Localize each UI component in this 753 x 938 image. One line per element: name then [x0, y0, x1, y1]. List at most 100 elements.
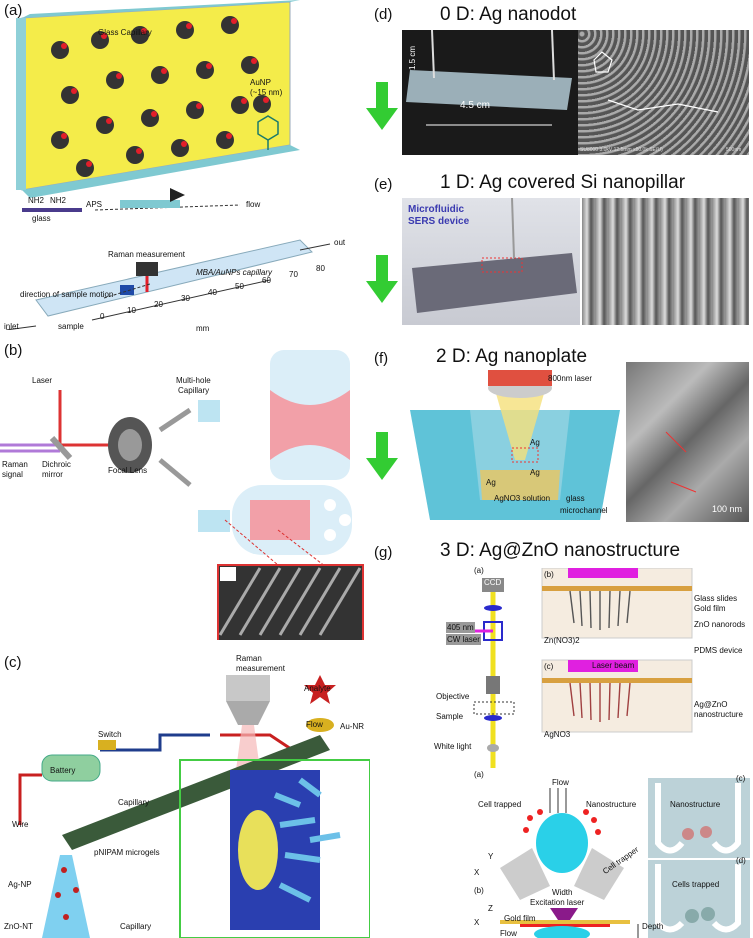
- axis-z-label: Z: [488, 904, 493, 913]
- ccd-label: CCD: [484, 578, 502, 587]
- aunr-label: Au-NR: [340, 722, 365, 731]
- scale-label-f: 100 nm: [712, 504, 743, 514]
- panel-f-title: 2 D: Ag nanoplate: [436, 346, 588, 367]
- sub-c-label: (c): [544, 662, 554, 671]
- glass-capillary-label: Glass Capillary: [98, 28, 152, 37]
- laser-beam-label: Laser beam: [592, 661, 635, 670]
- axis-tick-label: 70: [289, 270, 298, 279]
- axis-y-label: Y: [488, 852, 494, 861]
- white-light-label: White light: [434, 742, 472, 751]
- panel-g-label: (g): [374, 544, 393, 561]
- axis-tick-label: 40: [208, 288, 217, 297]
- device-photo-e: [402, 198, 580, 325]
- znont-label: ZnO-NT: [4, 922, 33, 931]
- axis-tick-label: 50: [235, 282, 244, 291]
- glass-slides-label: Glass slides: [694, 594, 738, 603]
- laser-label: Laser: [32, 376, 53, 385]
- capillary-label-c: Capillary: [118, 798, 150, 807]
- panel-a-label: (a): [4, 2, 23, 19]
- raman-measurement-label: Raman measurement: [108, 250, 185, 259]
- out-label: out: [334, 238, 346, 247]
- sample-label-g: Sample: [436, 712, 464, 721]
- panel-c-illustration: [18, 675, 370, 938]
- flow-label: flow: [246, 200, 261, 209]
- agno3-label: AgNO3: [544, 730, 571, 739]
- nanostructure-label-2: Nanostructure: [670, 800, 721, 809]
- down-arrow-icon: [366, 255, 398, 303]
- dichroic-label-1: Dichroic: [42, 460, 71, 469]
- axis-tick-label: 30: [181, 294, 190, 303]
- depth-label: Depth: [642, 922, 664, 931]
- gold-film-label: Gold film: [694, 604, 726, 613]
- multihole-label-2: Capillary: [178, 386, 210, 395]
- raman-signal-label-1: Raman: [2, 460, 28, 469]
- aunp-size-label: (~15 nm): [250, 88, 283, 97]
- raman-signal-label-2: signal: [2, 470, 23, 479]
- panel-g-title: 3 D: Ag@ZnO nanostructure: [440, 540, 681, 561]
- direction-label: direction of sample motion: [20, 290, 114, 299]
- ag-label-1: Ag: [530, 438, 540, 447]
- panel-f-illustration: [410, 370, 620, 520]
- flow-label-g2: Flow: [500, 929, 517, 938]
- laser-label-f: 800nm laser: [548, 374, 593, 383]
- axis-tick-label: 80: [316, 264, 325, 273]
- agzno-label-2: nanostructure: [694, 710, 743, 719]
- panel-e-label: (e): [374, 176, 393, 193]
- axis-tick-label: 60: [262, 276, 271, 285]
- panel-b-illustration: [0, 350, 364, 640]
- panel-g-illustration: [470, 568, 750, 938]
- sem-image-f: [626, 362, 749, 522]
- ag-label-2: Ag: [530, 468, 540, 477]
- solution-label: AgNO3 solution: [494, 494, 551, 503]
- switch-label: Switch: [98, 730, 122, 739]
- raman-label-2: measurement: [236, 664, 285, 673]
- axis-tick-label: 10: [127, 306, 136, 315]
- sub-a-label: (a): [474, 566, 484, 575]
- cell-trapped-label: Cell trapped: [478, 800, 522, 809]
- nh2-label-2: NH2: [50, 196, 67, 205]
- axis-tick-label: 20: [154, 300, 163, 309]
- panel-b-label: (b): [4, 342, 23, 359]
- low-c-label: (c): [736, 774, 746, 783]
- zno-nanorods-label: ZnO nanorods: [694, 620, 746, 629]
- down-arrow-icon: [366, 82, 398, 130]
- inlet-label: inlet: [4, 322, 19, 331]
- mm-label: mm: [196, 324, 210, 333]
- pnipam-label: pNIPAM microgels: [94, 848, 160, 857]
- panel-d-label: (d): [374, 6, 393, 23]
- low-d-label: (d): [736, 856, 746, 865]
- capillary-name-label: MBA/AuNPs capillary: [196, 268, 273, 277]
- agnp-label: Ag-NP: [8, 880, 32, 889]
- capillary-label-c2: Capillary: [120, 922, 152, 931]
- ag-label-3: Ag: [486, 478, 496, 487]
- panel-e-title: 1 D: Ag covered Si nanopillar: [440, 172, 686, 193]
- sem-caption-d: SU8000 3.0kV 12.5mm x80.0k SE(U): [580, 147, 663, 153]
- gold-film-label-2: Gold film: [504, 914, 536, 923]
- flow-label-g: Flow: [552, 778, 569, 787]
- sub-b-label: (b): [544, 570, 554, 579]
- low-a-label: (a): [474, 770, 484, 779]
- focal-lens-label: Focal Lens: [108, 466, 148, 475]
- panel-a-illustration: [5, 0, 331, 330]
- width-label: Width: [552, 888, 573, 897]
- sem-image-d: [578, 30, 749, 155]
- device-label-e-1: Microfluidic: [408, 204, 465, 215]
- analyte-label: Analyte: [304, 684, 331, 693]
- zn-no3-label: Zn(NO3)2: [544, 636, 580, 645]
- glass-label-f-2: microchannel: [560, 506, 608, 515]
- aunp-label: AuNP: [250, 78, 271, 87]
- dim-vertical: 1.5 cm: [408, 45, 417, 70]
- glass-label-f-1: glass: [566, 494, 585, 503]
- nh2-label-1: NH2: [28, 196, 45, 205]
- dim-horizontal: 4.5 cm: [460, 100, 491, 111]
- device-label-e-2: SERS device: [408, 216, 470, 227]
- axis-x2-label: X: [474, 918, 480, 927]
- aps-label: APS: [86, 200, 103, 209]
- flow-label-c: Flow: [306, 720, 323, 729]
- sample-label: sample: [58, 322, 84, 331]
- sem-scale-d: 500nm: [726, 147, 742, 153]
- down-arrow-icon: [366, 432, 398, 480]
- dichroic-label-2: mirror: [42, 470, 63, 479]
- device-photo-d: [402, 30, 578, 155]
